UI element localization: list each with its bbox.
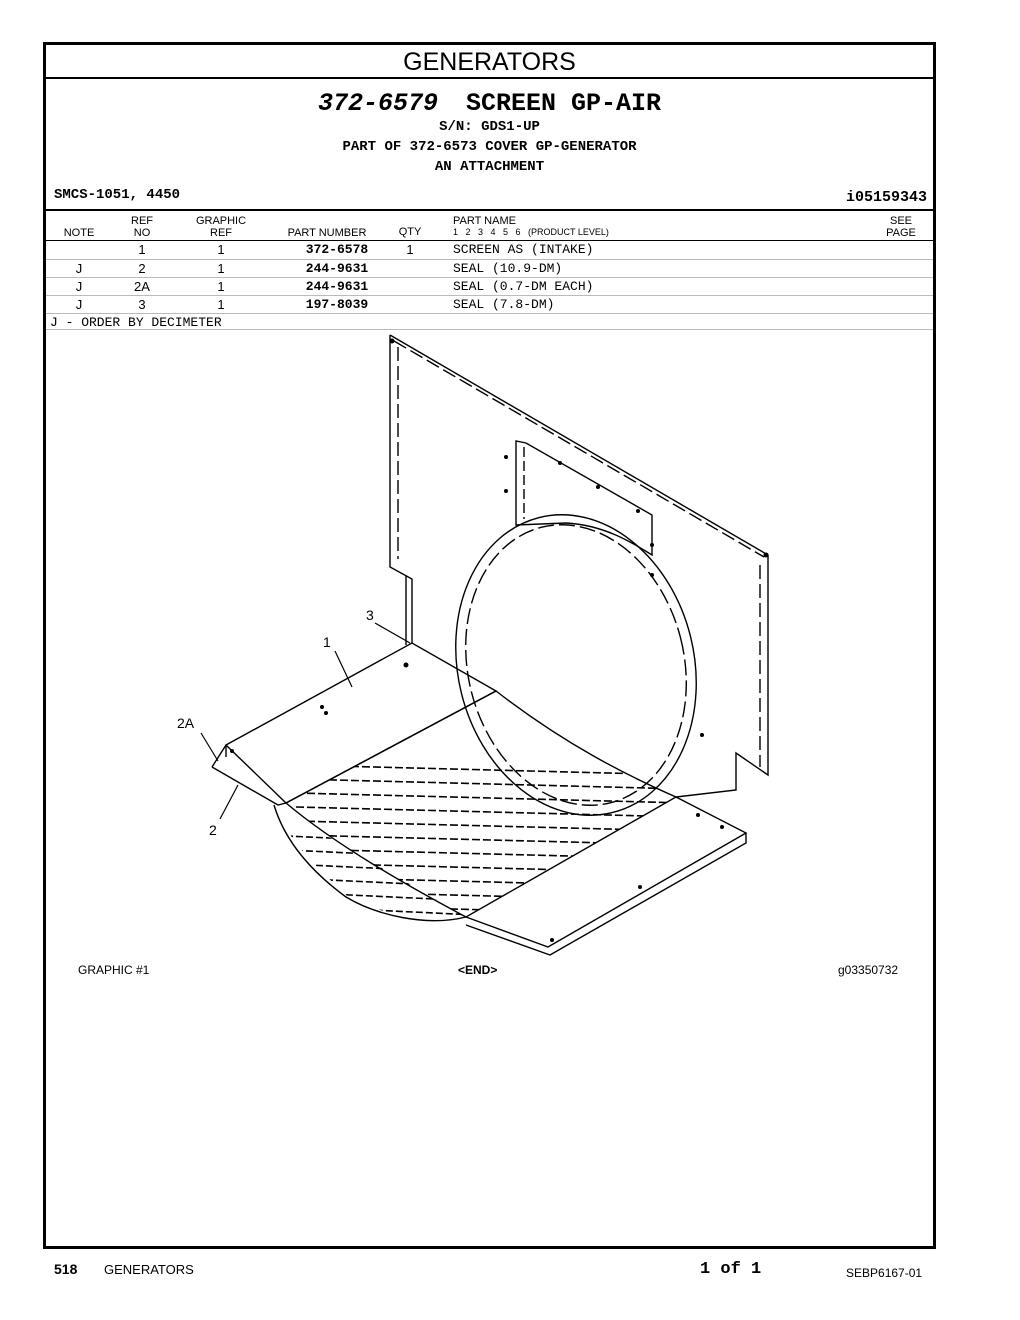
exploded-view-drawing: 3 1 2A 2 [177,334,769,956]
row-ref: 2A [134,279,150,294]
footer-section: GENERATORS [104,1262,194,1277]
row-part-number: 197-8039 [305,297,369,312]
section-title: GENERATORS [46,45,933,79]
header-bottom-rule [46,240,933,241]
bolt-holes [230,338,769,942]
smcs-code: SMCS-1051, 4450 [54,187,181,203]
screen-body [284,690,678,918]
header-product-levels: 1 2 3 4 5 6 (PRODUCT LEVEL) [453,227,609,237]
graphic-end-marker: <END> [458,963,498,977]
row-part-number: 372-6578 [305,242,369,257]
header-see-bottom: PAGE [886,227,916,239]
front-flange [224,642,498,804]
callout-1: 1 [323,634,331,650]
footnote: J - ORDER BY DECIMETER [50,315,222,330]
header-note: NOTE [63,227,95,239]
row-qty: 1 [406,242,414,257]
part-name-title: SCREEN GP-AIR [465,89,662,118]
perforation-pattern [295,764,676,916]
attachment-line: AN ATTACHMENT [434,159,545,175]
illustration-id: i05159343 [845,189,927,206]
part-of-line: PART OF 372-6573 COVER GP-GENERATOR [342,139,637,155]
header-part-name: PART NAME [453,215,516,227]
row-part-name: SEAL (0.7-DM EACH) [453,279,594,294]
header-qty: QTY [398,226,422,238]
page-count: 1 of 1 [700,1260,762,1279]
callout-2a: 2A [177,715,195,731]
lower-perforation-pattern [274,834,466,916]
row-part-name: SCREEN AS (INTAKE) [453,242,594,257]
rear-flange [465,796,748,948]
back-panel-outline [389,334,769,798]
row-ref: 1 [138,242,146,257]
graphic-id: g03350732 [838,963,899,977]
header-ref-top: REF [131,215,153,227]
row-ref: 3 [138,297,146,312]
row-divider [46,295,933,296]
callout-3: 3 [366,607,374,623]
row-graphic-ref: 1 [217,279,225,294]
row-graphic-ref: 1 [217,242,225,257]
row-divider [46,259,933,260]
row-graphic-ref: 1 [217,297,225,312]
callout-leaders [200,622,411,820]
page-number: 518 [54,1261,78,1277]
row-graphic-ref: 1 [217,261,225,276]
part-number-title: 372-6579 [317,89,438,118]
back-panel-left-edge [389,335,413,643]
row-ref: 2 [138,261,146,276]
part-title: 372-6579 SCREEN GP-AIR [46,89,933,118]
row-part-name: SEAL (10.9-DM) [453,261,563,276]
header-graphic-bottom: REF [210,227,232,239]
row-note: J [75,297,83,312]
screen-lower-shell [273,804,467,922]
row-part-number: 244-9631 [305,261,369,276]
header-part-number: PART NUMBER [287,227,367,239]
table-top-rule [46,209,933,211]
row-part-name: SEAL (7.8-DM) [453,297,555,312]
serial-number: S/N: GDS1-UP [439,119,540,135]
header-ref-bottom: NO [133,227,151,239]
graphic-label: GRAPHIC #1 [78,963,150,977]
document-number: SEBP6167-01 [846,1266,923,1280]
footnote-divider [46,329,933,330]
row-part-number: 244-9631 [305,279,369,294]
header-graphic-top: GRAPHIC [195,215,247,227]
header-see-top: SEE [889,215,912,227]
page-frame: GENERATORS 372-6579 SCREEN GP-AIR S/N: GD… [43,42,936,1249]
row-note: J [75,261,83,276]
upper-tab [515,440,653,557]
row-divider [46,277,933,278]
circular-opening [455,514,697,816]
row-note: J [75,279,83,294]
callout-2: 2 [209,822,217,838]
row-divider [46,313,933,314]
back-panel-top-seal [393,340,765,558]
